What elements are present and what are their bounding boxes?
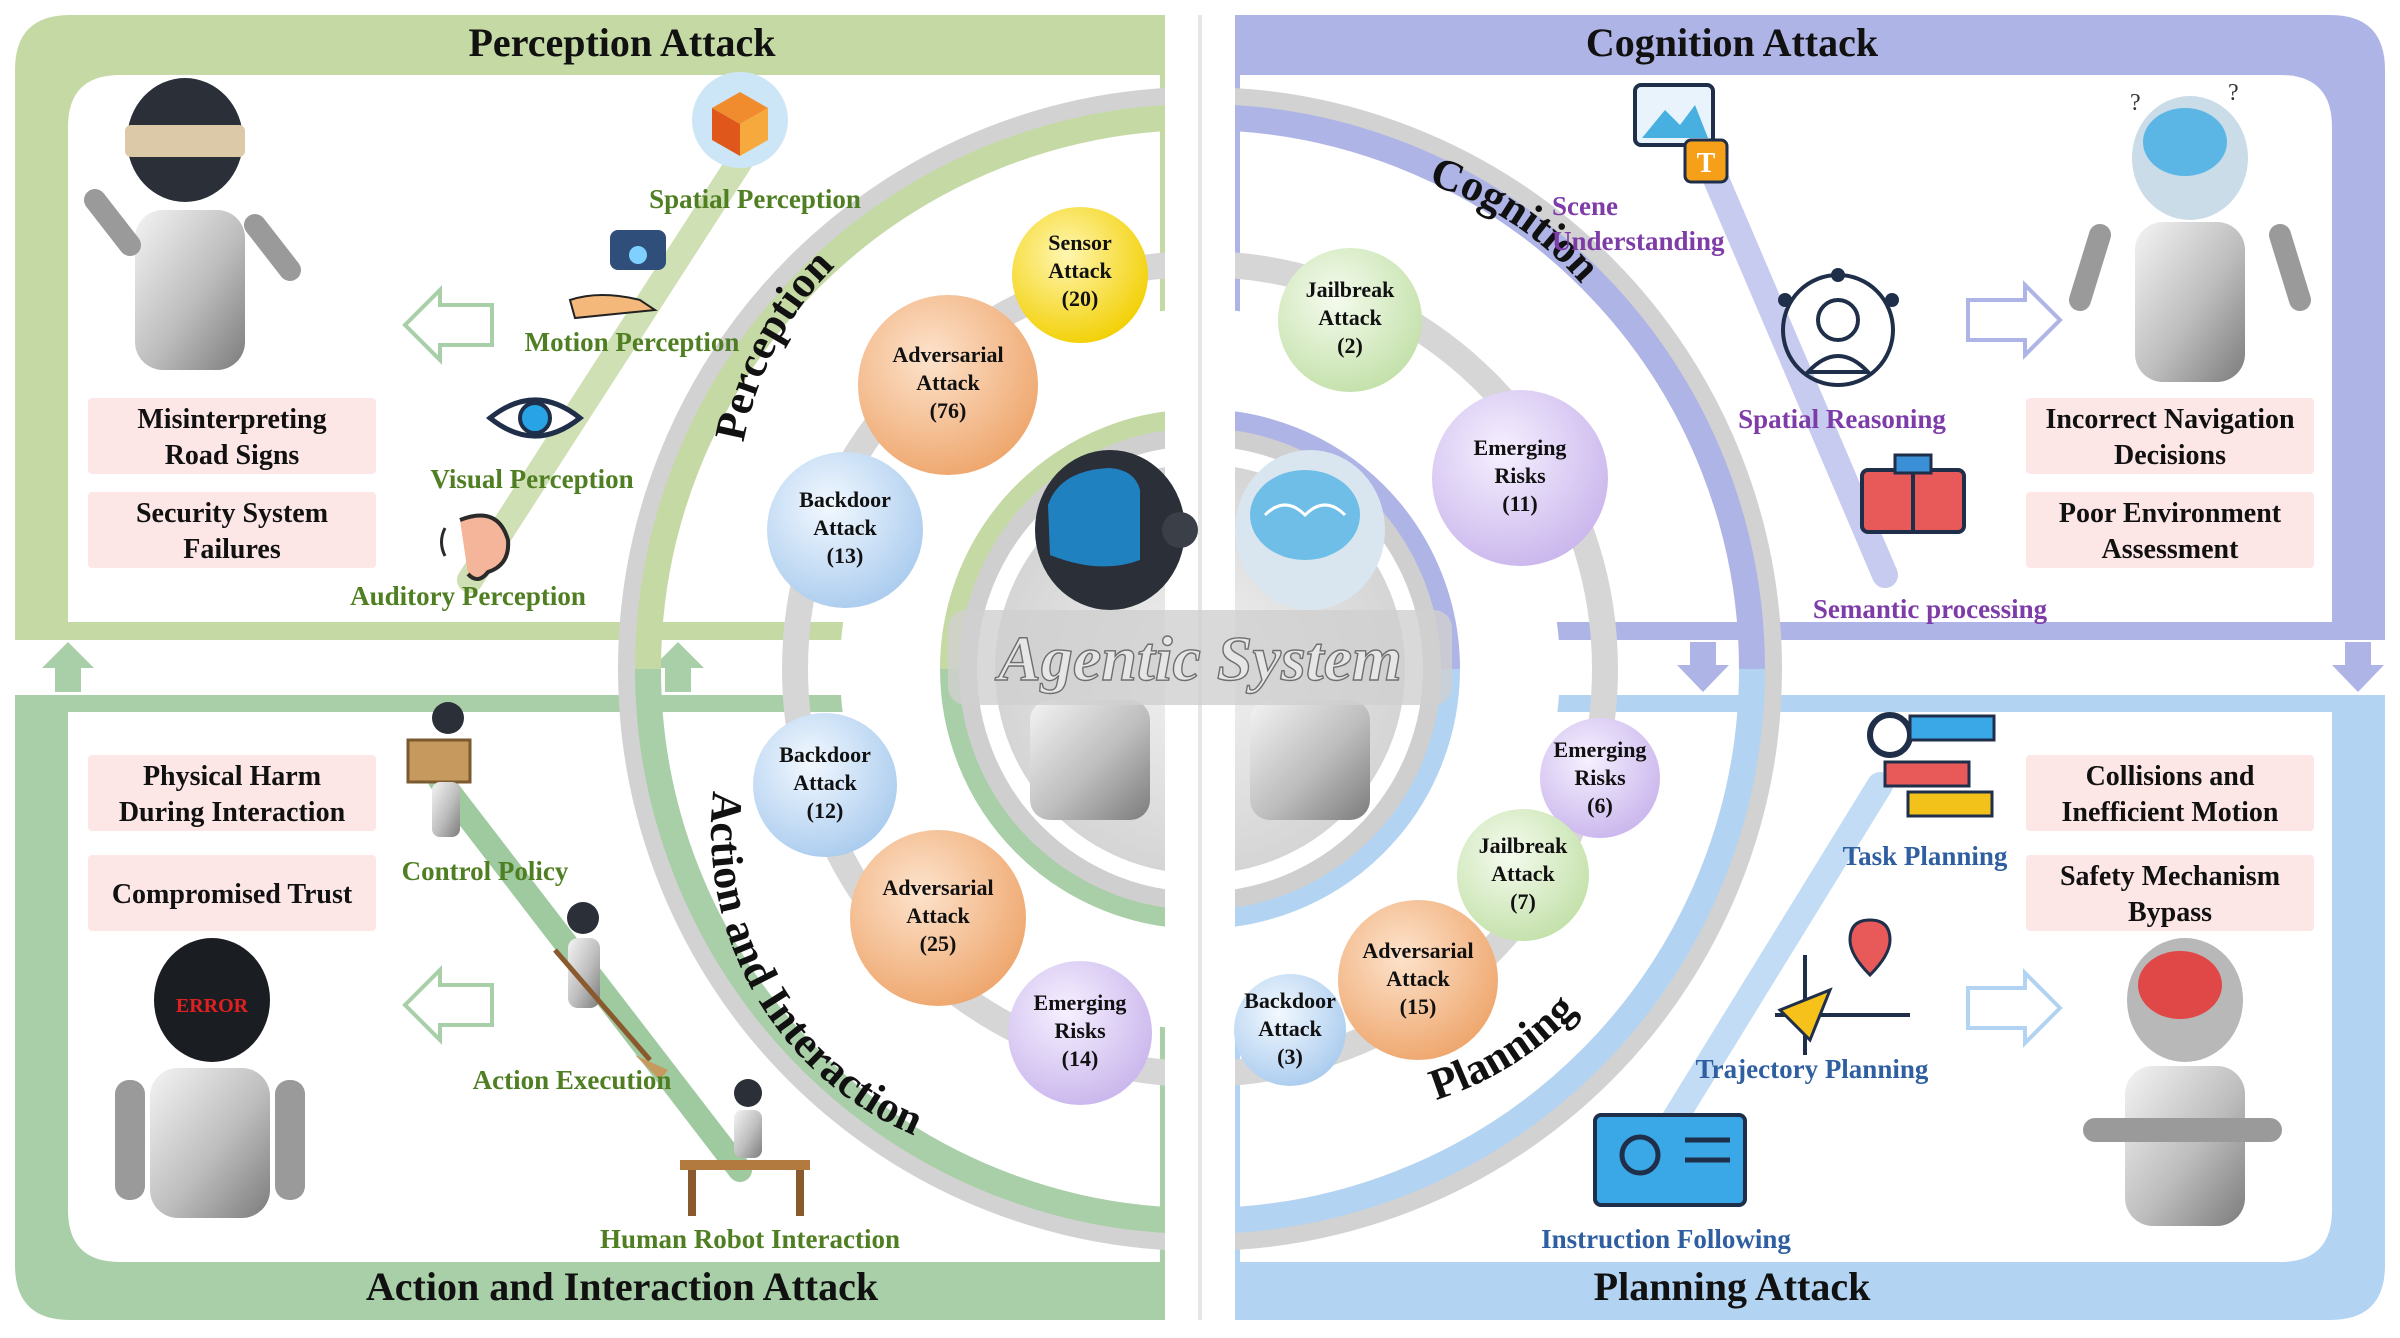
node-spatial-reasoning: Spatial Reasoning: [1738, 404, 1946, 434]
action-interaction-attack-title: Action and Interaction Attack: [366, 1264, 879, 1309]
planning-consequence-arrow: [1966, 968, 2063, 1048]
manual-touch-icon: [1593, 1113, 1747, 1207]
node-visual-perception: Visual Perception: [430, 464, 633, 494]
node-semantic-processing: Semantic processing: [1813, 594, 2048, 624]
eye-icon: [485, 397, 585, 439]
motion-sensor-hand-icon: [568, 230, 666, 320]
robot-confused-brain-icon: ??: [2069, 80, 2311, 382]
robot-at-table-icon: [680, 1079, 810, 1216]
planning-path-band: [1627, 772, 1893, 1188]
node-control-policy: Control Policy: [402, 856, 569, 886]
node-task-planning: Task Planning: [1843, 841, 2008, 871]
svg-text:T: T: [1697, 148, 1716, 179]
node-instruction-following: Instruction Following: [1541, 1224, 1791, 1254]
axes-location-pin-icon: [1775, 918, 1910, 1055]
robot-red-brain-icon: [2083, 938, 2282, 1226]
robot-blindfolded-icon: [84, 78, 301, 370]
action-consequence-arrow: [402, 965, 494, 1045]
consequence-compromised-trust: Compromised Trust: [112, 879, 353, 910]
center-title: Agentic System: [994, 623, 1402, 694]
book-flowchart-icon: [1860, 453, 1966, 534]
head-radar-icon: [1778, 268, 1899, 387]
perception-consequence-arrow: [402, 285, 494, 365]
robot-head-visor-icon: [1030, 450, 1198, 820]
robot-carrying-box-icon: [406, 702, 472, 837]
robot-error-face-icon: ERROR: [115, 938, 305, 1218]
node-auditory-perception: Auditory Perception: [350, 581, 586, 611]
gear-numbered-steps-icon: [1867, 712, 1996, 818]
node-human-robot-interaction: Human Robot Interaction: [600, 1224, 900, 1254]
node-action-execution: Action Execution: [473, 1065, 672, 1095]
perception-attack-title: Perception Attack: [469, 20, 777, 65]
svg-text:ERROR: ERROR: [176, 995, 249, 1017]
planning-attack-title: Planning Attack: [1594, 1264, 1871, 1309]
node-spatial-perception: Spatial Perception: [649, 184, 861, 214]
node-motion-perception: Motion Perception: [525, 327, 740, 357]
cognition-attack-title: Cognition Attack: [1586, 20, 1879, 65]
svg-text:?: ?: [2130, 90, 2141, 116]
ear-icon: [440, 513, 511, 581]
cube-axes-icon: [692, 72, 788, 168]
image-text-icon: T: [1633, 83, 1729, 184]
robot-sweeping-icon: [553, 902, 668, 1080]
perception-path-band: [457, 117, 773, 593]
robot-head-brain-icon: [1235, 450, 1385, 820]
svg-text:?: ?: [2228, 80, 2239, 106]
center-title-plate: Agentic System: [948, 610, 1452, 705]
cognition-consequence-arrow: [1966, 280, 2063, 360]
node-trajectory-planning: Trajectory Planning: [1696, 1054, 1929, 1084]
